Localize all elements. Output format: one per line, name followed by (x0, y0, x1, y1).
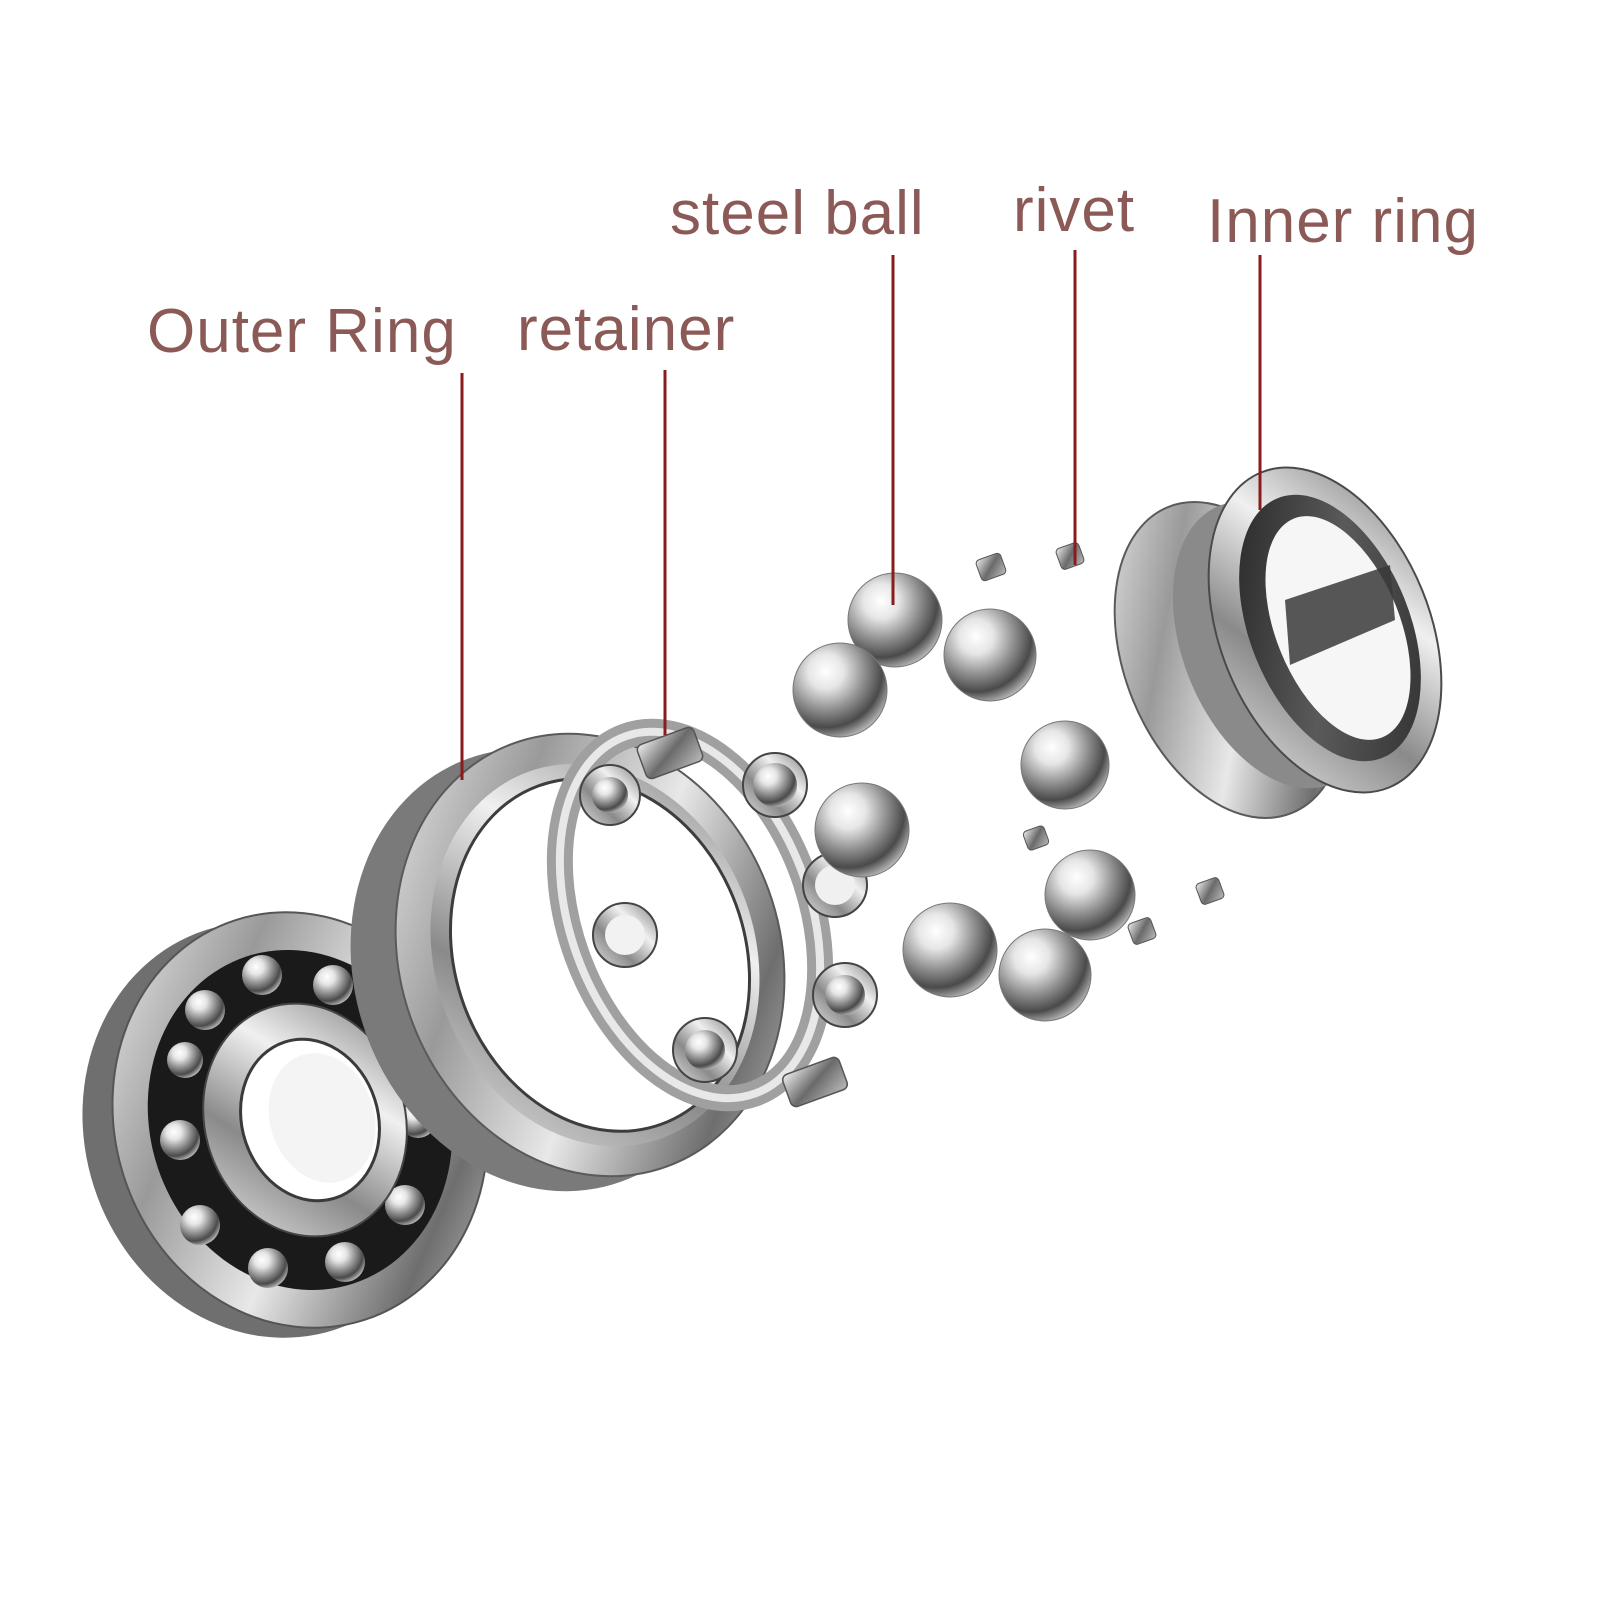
labels: Outer Ring retainer steel ball rivet Inn… (147, 176, 1479, 366)
outer-ring-label: Outer Ring (147, 297, 457, 366)
leader-lines (460, 250, 1262, 780)
retainer-label: retainer (517, 295, 735, 364)
steel-balls-part (792, 572, 1136, 1022)
steel-ball-label: steel ball (670, 179, 925, 248)
rivets-part (975, 542, 1225, 945)
rivet-label: rivet (1013, 176, 1135, 245)
inner-ring-part (1113, 466, 1443, 819)
retainer-pockets (579, 752, 878, 1083)
inner-ring-label: Inner ring (1207, 187, 1479, 256)
retainer-part (546, 718, 878, 1112)
